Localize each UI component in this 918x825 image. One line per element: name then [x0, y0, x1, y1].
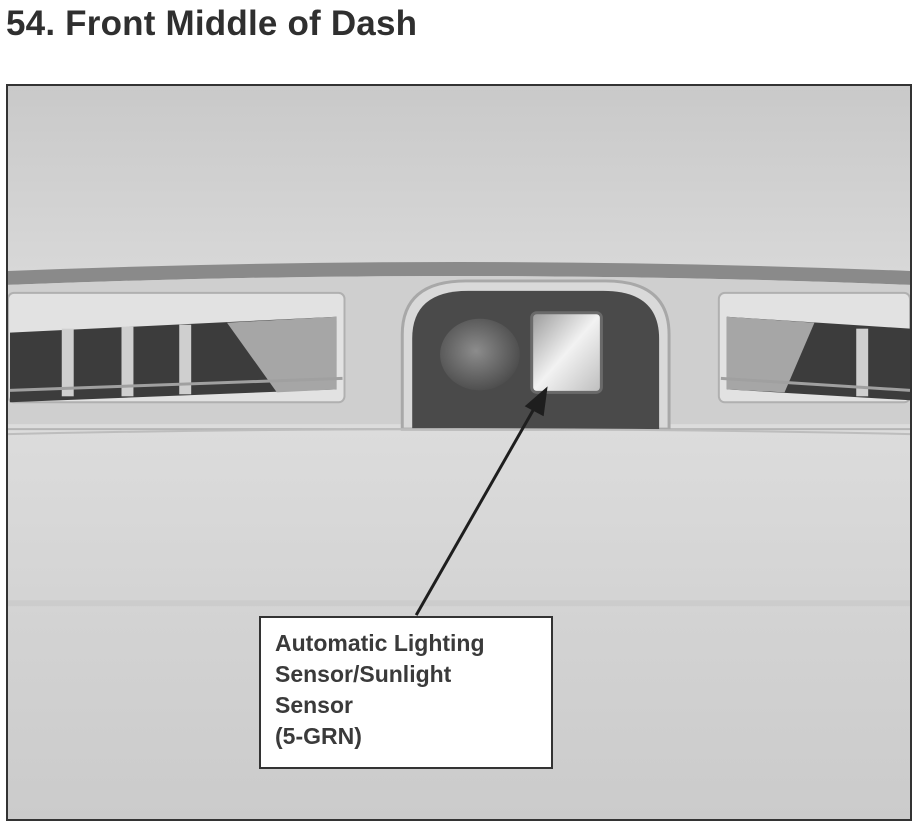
arrow-head-icon	[524, 386, 548, 417]
callout-line: Sensor	[275, 692, 353, 718]
dash-rim	[8, 262, 910, 285]
leader-line	[414, 401, 539, 616]
right-vent	[717, 291, 910, 404]
sunlight-sensor-icon	[530, 311, 603, 394]
sensor-housing	[400, 279, 671, 431]
sensor-callout: Automatic Lighting Sensor/Sunlight Senso…	[259, 616, 553, 769]
callout-line: (5-GRN)	[275, 723, 362, 749]
sensor-dome	[440, 318, 520, 391]
callout-line: Sensor/Sunlight	[275, 661, 452, 687]
left-vent	[8, 291, 346, 404]
windshield-area	[8, 86, 910, 275]
callout-line: Automatic Lighting	[275, 630, 485, 656]
dash-photo-illustration	[8, 86, 910, 819]
page-title: 54. Front Middle of Dash	[6, 4, 418, 43]
dash-photo	[6, 84, 912, 821]
